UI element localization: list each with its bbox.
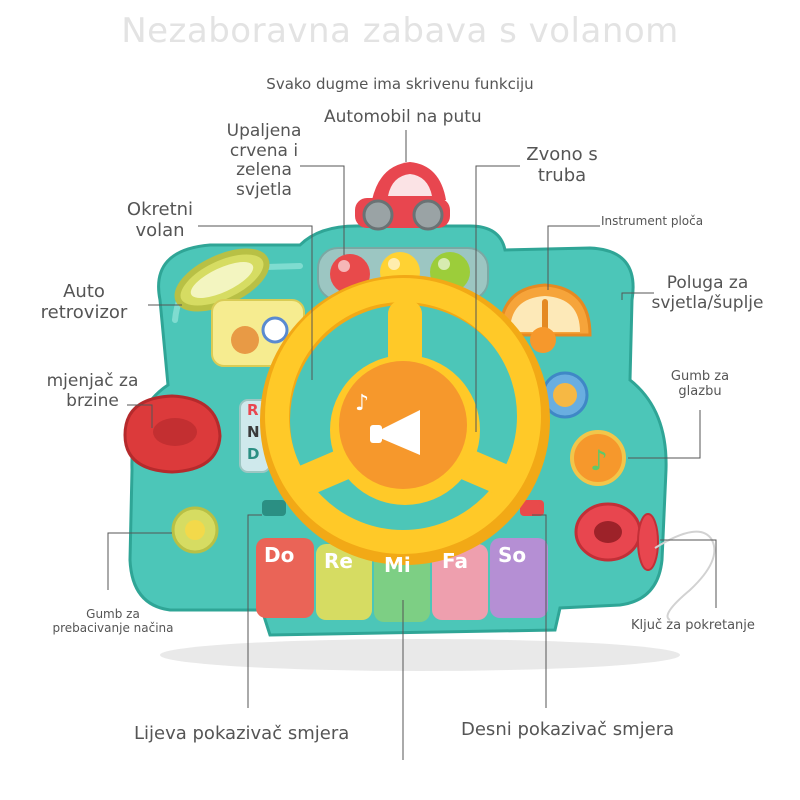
label-left-signal: Lijeva pokazivač smjera	[134, 723, 350, 744]
left-indicator-light	[262, 500, 286, 516]
label-light-lever: Poluga za svjetla/šuplje	[651, 273, 764, 313]
piano-key-so-label: So	[498, 543, 527, 567]
ignition-toy	[574, 502, 659, 571]
horn-music-note-icon: ♪	[355, 391, 369, 416]
label-right-signal: Desni pokazivač smjera	[461, 719, 675, 740]
cartoon-panel	[211, 299, 305, 367]
right-indicator-light	[520, 500, 544, 516]
gear-letter-r: R	[247, 401, 259, 419]
leader-music	[628, 410, 701, 459]
gear-letter-d: D	[247, 445, 260, 463]
leader-left-signal	[247, 514, 262, 708]
music-note-icon: ♪	[590, 444, 608, 477]
label-horn: Zvono s truba	[526, 144, 598, 186]
piano-key-fa-label: Fa	[442, 549, 468, 573]
leader-dashboard	[547, 225, 600, 290]
label-lights: Upaljena crvena i zelena svjetla	[226, 121, 302, 200]
leader-horn	[475, 165, 520, 432]
label-music-button: Gumb za glazbu	[670, 369, 730, 399]
label-dashboard: Instrument ploča	[601, 214, 704, 228]
leader-key	[660, 539, 717, 608]
leader-lever	[621, 292, 654, 300]
leader-shifter	[127, 404, 153, 428]
label-mirror: Auto retrovizor	[40, 281, 128, 323]
label-steering-wheel: Okretni volan	[126, 199, 194, 241]
page-subtitle: Svako dugme ima skrivenu funkciju	[266, 75, 534, 93]
page-title: Nezaboravna zabava s volanom	[121, 11, 679, 51]
car-toy	[355, 162, 450, 231]
leader-mode	[107, 532, 172, 590]
label-car-on-road: Automobil na putu	[324, 107, 482, 127]
leader-lines	[107, 130, 717, 760]
mode-button-face	[185, 520, 205, 540]
gear-shifter-toy	[123, 394, 222, 474]
floor-shadow	[160, 639, 680, 671]
gear-letter-n: N	[247, 423, 260, 441]
piano-keyboard	[256, 538, 548, 622]
music-note-button	[570, 430, 626, 486]
leader-right-signal	[532, 514, 547, 708]
leader-wheel	[198, 225, 313, 380]
piano-key-re	[316, 544, 372, 620]
label-gear-shifter: mjenjač za brzine	[46, 371, 139, 411]
steering-wheel-toy: ♪	[260, 275, 550, 565]
piano-key-fa	[432, 544, 488, 620]
dashboard-gauge	[498, 283, 592, 353]
piano-key-mi-label: Mi	[384, 553, 411, 577]
leader-lights	[300, 165, 345, 255]
megaphone-icon	[380, 410, 420, 455]
lion-face	[553, 383, 577, 407]
piano-key-so	[490, 538, 548, 618]
piano-key-mi	[374, 548, 430, 622]
piano-key-do-label: Do	[264, 543, 295, 567]
label-ignition-key: Ključ za pokretanje	[631, 618, 755, 633]
label-mode-button: Gumb za prebacivanje načina	[52, 607, 174, 635]
piano-key-re-label: Re	[324, 549, 353, 573]
key-string	[654, 530, 716, 621]
piano-key-do	[256, 538, 314, 618]
